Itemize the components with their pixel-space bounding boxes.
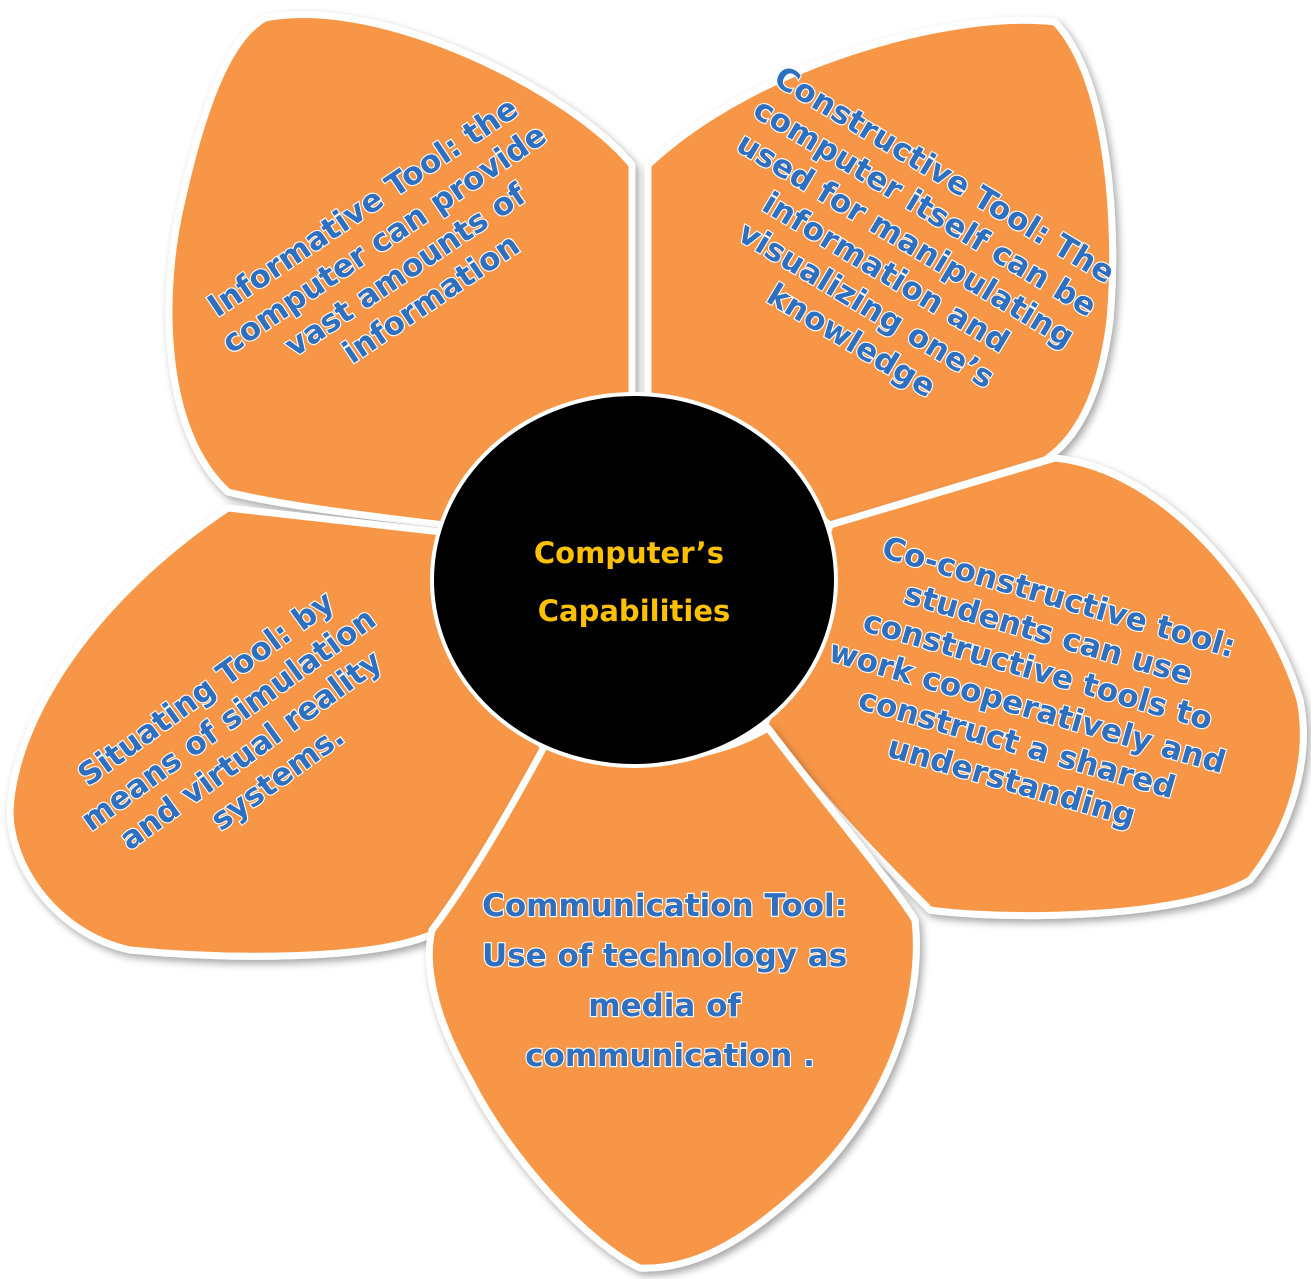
petal-communication: Communication Tool: Use of technology as… bbox=[425, 724, 920, 1272]
petal-communication-line-1: Communication Tool: bbox=[482, 888, 847, 924]
petal-communication-line-3: media of bbox=[588, 988, 741, 1024]
petal-communication-line-2: Use of technology as bbox=[482, 938, 847, 974]
petal-informative: Informative Tool: the computer can provi… bbox=[165, 11, 636, 529]
petal-co-constructive: Co-constructive tool: students can use c… bbox=[761, 454, 1307, 920]
petal-constructive: Constructive Tool: The computer itself c… bbox=[644, 16, 1122, 529]
center-circle bbox=[430, 392, 838, 768]
center-title-line-2: Capabilities bbox=[538, 594, 731, 628]
petal-communication-line-4: communication . bbox=[525, 1038, 815, 1074]
petal-communication-label: Communication Tool: Use of technology as… bbox=[482, 888, 858, 1074]
petal-situating: Situating Tool: by means of simulation a… bbox=[6, 504, 549, 960]
center-node: Computer’s Capabilities bbox=[430, 392, 838, 768]
center-title: Computer’s Capabilities bbox=[534, 536, 734, 628]
center-title-line-1: Computer’s bbox=[534, 536, 724, 570]
